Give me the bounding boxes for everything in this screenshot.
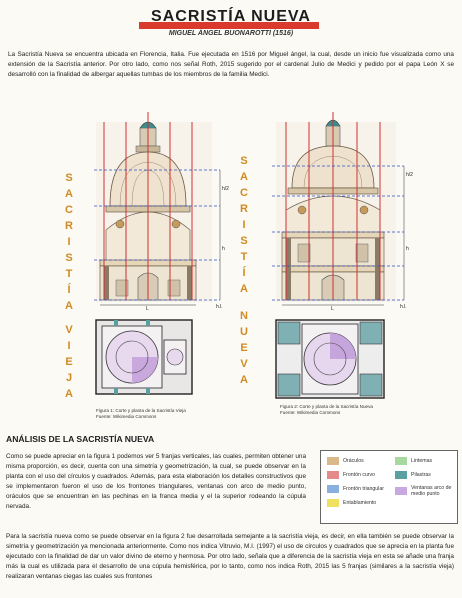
dim-hl-label: h.l.: [216, 304, 223, 310]
figure1-caption-title: Figura 1: Corte y planta de la Sacristía…: [96, 408, 186, 413]
legend-swatch: [327, 471, 339, 479]
figure2-caption-title: Figura 2: Corte y planta de la Sacristía…: [280, 404, 373, 409]
dim-h2-label-2: h/2: [406, 172, 413, 178]
dim-l-label-2: L: [331, 306, 334, 310]
figure2-caption-source: Fuente: Wikimedia Commons: [280, 410, 341, 415]
analysis-paragraph-1: Como se puede apreciar en la figura 1 po…: [6, 453, 306, 510]
dim-l-label: L: [146, 306, 149, 310]
dim-hl-label-2: h.l.: [400, 304, 407, 310]
legend-item-oraculos: Oráculos: [327, 457, 364, 465]
legend-item-fronton-triangular: Frontón triangular: [327, 485, 384, 493]
legend-item-entablamiento: Entablamiento: [327, 499, 376, 507]
new-sacristy-section-figure: h/2 h h.l. L: [272, 112, 413, 310]
dim-h-label: h: [222, 246, 225, 252]
legend-swatch: [327, 485, 339, 493]
legend-swatch: [395, 471, 407, 479]
legend-swatch: [395, 457, 407, 465]
legend-item-fronton-curvo: Frontón curvo: [327, 471, 375, 479]
legend-item-pilastras: Pilastras: [395, 471, 431, 479]
page-subtitle: MIGUEL ÁNGEL BUONAROTTI (1516): [168, 30, 294, 37]
legend-swatch: [395, 487, 407, 495]
old-sacristy-section-figure: h/2 h h.l. L: [94, 112, 229, 310]
page-title: SACRISTÍA NUEVA: [151, 8, 311, 25]
legend-swatch: [327, 499, 339, 507]
intro-paragraph: La Sacristía Nueva se encuentra ubicada …: [8, 51, 454, 78]
legend-item-ventanas: Ventanas arco de medio punto: [395, 485, 453, 497]
title-highlight: [139, 22, 319, 29]
old-sacristy-plan-figure: [95, 319, 193, 395]
legend-box: Oráculos Lintemas Frontón curvo Pilastra…: [320, 450, 458, 524]
figure1-caption-source: Fuente: Wikimedia Commons: [96, 414, 157, 419]
analysis-heading: ANÁLISIS DE LA SACRISTÍA NUEVA: [6, 434, 155, 444]
legend-item-linternas: Lintemas: [395, 457, 432, 465]
figure1-caption: Figura 1: Corte y planta de la Sacristía…: [96, 408, 216, 420]
dim-h-label-2: h: [406, 246, 409, 252]
figure2-caption: Figura 2: Corte y planta de la Sacristía…: [280, 404, 420, 416]
new-sacristy-plan-figure: [275, 319, 385, 399]
legend-swatch: [327, 457, 339, 465]
dim-h2-label: h/2: [222, 186, 229, 192]
analysis-paragraph-2: Para la sacristía nueva como se puede ob…: [6, 533, 454, 580]
